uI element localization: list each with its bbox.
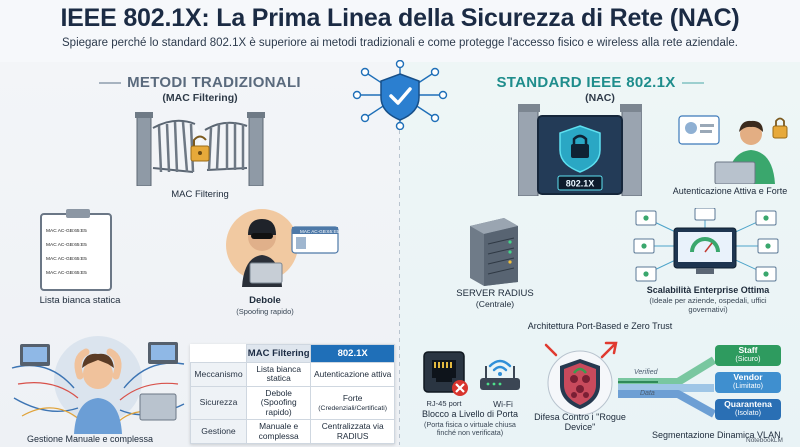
wifi-label: Wi-Fi (493, 399, 513, 409)
vlan-sub: (Limitato) (733, 381, 763, 391)
rogue-label: Difesa Contro i "Rogue Device" (534, 412, 626, 433)
page-subtitle: Spiegare perché lo standard 802.1X è sup… (62, 37, 738, 49)
table-row: Sicurezza Debole (Spoofing rapido) Forte… (190, 385, 395, 421)
table-row-label: Sicurezza (190, 385, 247, 421)
secure-gate-icon: 802.1X (518, 104, 642, 196)
center-divider (399, 90, 400, 445)
table-cell-mac: Manuale e complessa (245, 419, 312, 444)
port-blocking-icon (423, 351, 520, 396)
heading-rule (99, 81, 122, 84)
port-block-sublabel: (Porta fisica o virtuale chiusa finché n… (424, 420, 516, 438)
left-heading: METODI TRADIZIONALI (127, 74, 301, 91)
port-block-label: Blocco a Livello di Porta (421, 409, 519, 419)
vlan-vendor: Vendor (Limitato) (715, 372, 781, 393)
vlan-sub: (Isolato) (735, 408, 761, 418)
vlan-name: Quarantena (724, 399, 772, 409)
manual-label: Gestione Manuale e complessa (26, 434, 154, 444)
table-cell-8021x: Centralizzata via RADIUS (310, 419, 395, 444)
table-cell-8021x: Autenticazione attiva (310, 362, 395, 387)
radius-label: SERVER RADIUS (456, 288, 534, 299)
table-corner (191, 345, 247, 363)
vlan-flow-arrows (618, 356, 717, 418)
spoof-card-text: MAC AC-GB:65:E5 (300, 229, 340, 234)
radius-sublabel: (Centrale) (475, 299, 515, 309)
heading-rule (681, 81, 704, 84)
spoof-sublabel: (Spoofing rapido) (236, 307, 294, 316)
whitelist-entry: MAC AC-GB:65:E5 (46, 271, 87, 276)
scalability-sublabel: (Ideale per aziende, ospedali, uffici go… (649, 296, 767, 314)
whitelist-clipboard: MAC AC-GB:65:E5 MAC AC-GB:65:E5 MAC AC-G… (40, 209, 112, 291)
flow-verified-label: Verified (634, 369, 658, 376)
footer-brand: NotebookLM (746, 437, 783, 444)
whitelist-entry: MAC AC-GB:65:E5 (46, 243, 87, 248)
architecture-label: Architettura Port-Based e Zero Trust (527, 321, 673, 331)
table-cell-8021x-main: Forte (342, 392, 363, 403)
right-subheading: (NAC) (585, 92, 615, 104)
vlan-name: Vendor (733, 372, 763, 382)
mac-filtering-label: MAC Filtering (171, 189, 229, 200)
table-header-8021x: 802.1X (310, 344, 395, 363)
table-row-label: Meccanismo (190, 362, 247, 387)
table-row: Gestione Manuale e complessa Centralizza… (190, 419, 395, 444)
table-row-label: Gestione (190, 419, 247, 444)
comparison-table: MAC Filtering 802.1X Meccanismo Lista bi… (190, 344, 395, 444)
flow-data-label: Data (640, 390, 655, 397)
table-header-mac: MAC Filtering (245, 344, 312, 363)
whitelist-entry: MAC AC-GB:65:E5 (46, 257, 87, 262)
vlan-sub: (Sicuro) (735, 354, 761, 364)
table-cell-8021x-note: (Credenziali/Certificati) (318, 404, 388, 412)
vlan-staff: Staff (Sicuro) (715, 345, 781, 366)
table-cell-mac: Debole (Spoofing rapido) (245, 385, 312, 421)
page-title: IEEE 802.1X: La Prima Linea della Sicure… (60, 4, 740, 32)
auth-label: Autenticazione Attiva e Forte (672, 186, 788, 196)
scalability-label: Scalabilità Enterprise Ottima (646, 285, 770, 295)
whitelist-entry: MAC AC-GB:65:E5 (46, 229, 87, 234)
hacker-spoofing-icon: MAC AC-GB:65:E5 (226, 209, 340, 287)
vlan-quarantine: Quarantena (Isolato) (715, 399, 781, 420)
broken-gate-icon (135, 112, 265, 186)
rj45-label: RJ-45 port (426, 399, 462, 408)
shield-network-icon (352, 60, 448, 130)
table-row: Meccanismo Lista bianca statica Autentic… (190, 362, 395, 387)
stressed-admin-icon (11, 336, 185, 434)
enterprise-dashboard-icon (633, 208, 779, 282)
radius-server-icon (470, 218, 518, 286)
right-heading: STANDARD IEEE 802.1X (496, 74, 676, 91)
spoof-label: Debole (249, 295, 281, 306)
left-subheading: (MAC Filtering) (162, 92, 238, 104)
rogue-device-icon (544, 341, 618, 416)
table-cell-8021x: Forte(Credenziali/Certificati) (310, 385, 395, 421)
whitelist-label: Lista bianca statica (39, 295, 121, 306)
vlan-name: Staff (738, 345, 758, 355)
user-authentication-icon (678, 115, 788, 184)
gate-8021x-label: 802.1X (566, 179, 595, 189)
vlan-label: Segmentazione Dinamica VLAN (652, 430, 781, 440)
table-cell-mac: Lista bianca statica (245, 362, 312, 387)
